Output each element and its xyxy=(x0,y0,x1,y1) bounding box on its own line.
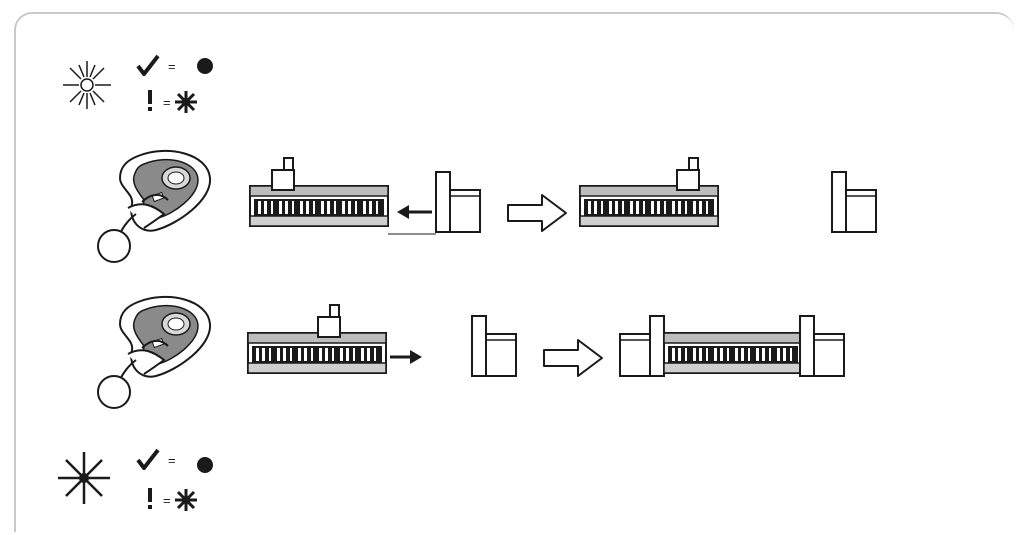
dot-icon xyxy=(197,58,213,74)
gate-icon xyxy=(579,157,719,227)
gate-icon xyxy=(249,157,389,227)
diagram-frame xyxy=(14,12,1014,532)
arrow-left-icon xyxy=(397,205,432,219)
gate-icon xyxy=(663,332,803,374)
steady-light-icon xyxy=(56,450,112,506)
gate-post-icon xyxy=(471,315,517,377)
gate-post-icon xyxy=(831,171,877,233)
gate-post-icon xyxy=(799,315,845,377)
gate-icon xyxy=(247,304,387,374)
legend-equals: = xyxy=(168,59,176,74)
star-icon xyxy=(173,487,199,513)
legend-equals: = xyxy=(163,493,171,508)
star-icon xyxy=(173,89,199,115)
exclamation-icon xyxy=(148,90,152,111)
hollow-arrow-icon xyxy=(507,194,567,232)
gate-post-icon xyxy=(435,171,481,233)
remote-control-icon xyxy=(97,149,212,263)
check-icon xyxy=(136,54,160,76)
legend-equals: = xyxy=(163,95,171,110)
gate-post-icon xyxy=(619,315,665,377)
remote-control-icon xyxy=(97,295,212,409)
flashing-light-icon xyxy=(62,60,112,110)
hollow-arrow-icon xyxy=(543,339,603,377)
row-close xyxy=(97,149,877,263)
dot-icon xyxy=(197,457,213,473)
check-icon xyxy=(136,448,160,470)
legend-equals: = xyxy=(168,453,176,468)
row-open xyxy=(97,295,845,409)
arrow-right-icon xyxy=(390,350,422,364)
exclamation-icon xyxy=(148,488,152,509)
legend-top: = = xyxy=(62,54,213,115)
legend-bottom: = = xyxy=(56,448,213,513)
